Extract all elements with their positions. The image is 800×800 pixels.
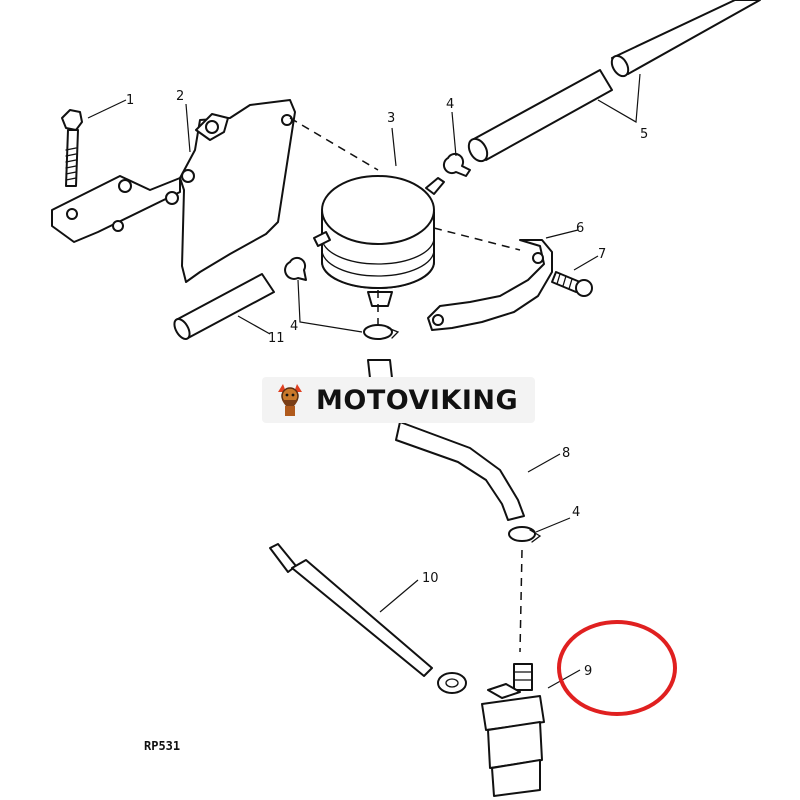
callout-4-upper: 4 (446, 97, 454, 112)
callout-9: 9 (584, 664, 592, 679)
callout-4-lower: 4 (572, 505, 580, 520)
callout-5: 5 (640, 127, 648, 142)
part-hose-clip-lower (508, 526, 542, 543)
watermark-banner: MOTOVIKING (262, 377, 535, 423)
callout-2: 2 (176, 89, 184, 104)
part-short-hose (173, 273, 275, 340)
callout-10: 10 (422, 571, 439, 586)
callout-8: 8 (562, 446, 570, 461)
watermark-text: MOTOVIKING (316, 384, 519, 416)
callout-1: 1 (126, 93, 134, 108)
part-hose-clip-upper (442, 152, 471, 177)
callout-3: 3 (387, 111, 395, 126)
part-hose-clip-middle (363, 324, 400, 340)
callout-7: 7 (598, 247, 606, 262)
part-hose-clip-left (284, 256, 307, 281)
callout-6: 6 (576, 221, 584, 236)
viking-mascot-icon (278, 384, 302, 416)
part-bolt (61, 109, 83, 187)
part-screw (551, 271, 593, 297)
drawing-reference: RP531 (144, 739, 180, 753)
part-mounting-bracket (51, 99, 296, 283)
callout-4-left: 4 (290, 319, 298, 334)
part-fuel-filter (313, 175, 445, 307)
part-strap-clamp (427, 239, 553, 331)
part-fuel-sender (481, 663, 545, 797)
part-ground-wire (269, 543, 467, 694)
callout-11: 11 (268, 331, 285, 346)
part-bent-fuel-line (367, 359, 525, 521)
highlight-circle (557, 620, 677, 716)
part-fuel-hose-upper (467, 0, 761, 163)
